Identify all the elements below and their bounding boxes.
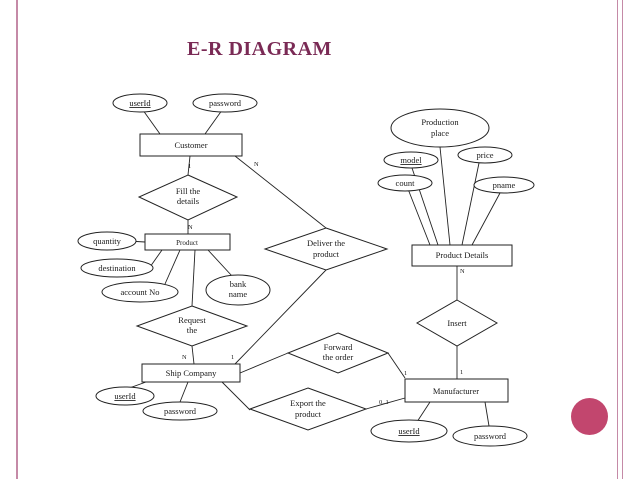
attribute-label: userId — [114, 391, 136, 401]
relationship-insert: Insert — [415, 299, 499, 347]
relationship-label: product — [313, 249, 340, 259]
entity-label: Manufacturer — [433, 386, 479, 396]
cardinality-labels: 1 N N N N 1 1 1 0..1 — [182, 161, 465, 406]
entity-ship-company: Ship Company — [141, 363, 241, 383]
attribute-label: password — [209, 98, 242, 108]
attribute-label: userId — [129, 98, 151, 108]
entity-label: Product Details — [436, 250, 489, 260]
attribute-label: price — [477, 150, 494, 160]
attribute-customer-password: password — [192, 93, 258, 113]
cardinality-forward-manufacturer: 1 — [404, 370, 407, 377]
cardinality-request-ship: N — [182, 354, 187, 361]
relationship-fill-the-details: Fill the details — [137, 174, 239, 221]
relationship-label: Deliver the — [307, 238, 345, 248]
cardinality-insert-manufacturer: 1 — [460, 369, 463, 376]
attribute-manufacturer-password: password — [452, 425, 528, 447]
relationship-label: details — [177, 196, 199, 206]
attribute-bank-name: bank name — [205, 274, 271, 306]
relationship-deliver-the-product: Deliver the product — [263, 227, 389, 271]
cardinality-customer-fill: 1 — [188, 163, 191, 170]
attribute-production-place: Production place — [390, 108, 490, 148]
relationship-forward-the-order: Forward the order — [286, 332, 390, 374]
attribute-label: account No — [121, 287, 160, 297]
entity-label: Customer — [174, 140, 207, 150]
attribute-destination: destination — [80, 258, 154, 278]
attribute-label: password — [474, 431, 507, 441]
relationship-label: Request — [178, 315, 206, 325]
attribute-label: userId — [398, 426, 420, 436]
cardinality-export-manufacturer: 0..1 — [379, 399, 389, 406]
relationship-export-the-product: Export the product — [248, 387, 368, 431]
entity-label: Product — [176, 239, 198, 247]
attribute-label: model — [400, 155, 422, 165]
attribute-price: price — [457, 146, 513, 164]
cardinality-customer-deliver: N — [254, 161, 259, 168]
entity-manufacturer: Manufacturer — [404, 378, 509, 403]
attribute-label: quantity — [93, 236, 122, 246]
attribute-label: place — [431, 128, 449, 138]
relationship-label: the order — [323, 352, 354, 362]
entity-customer: Customer — [139, 133, 243, 157]
relationship-label: Insert — [447, 318, 467, 328]
attribute-label: password — [164, 406, 197, 416]
attribute-label: name — [229, 289, 248, 299]
attribute-customer-userid: userId — [112, 93, 168, 113]
relationship-label: Export the — [290, 398, 326, 408]
attribute-count: count — [377, 174, 433, 192]
attribute-manufacturer-userid: userId — [370, 419, 448, 443]
attribute-label: pname — [493, 180, 516, 190]
right-border-decoration — [617, 0, 623, 479]
cardinality-details-insert: N — [460, 268, 465, 275]
relationship-label: the — [187, 325, 198, 335]
cardinality-deliver-ship: 1 — [231, 354, 234, 361]
relationship-request-the: Request the — [135, 305, 249, 347]
attribute-pname: pname — [473, 176, 535, 194]
slide-title: E-R DIAGRAM — [187, 38, 332, 60]
attribute-quantity: quantity — [77, 231, 137, 251]
attribute-model: model — [383, 151, 439, 169]
entity-label: Ship Company — [166, 368, 218, 378]
attribute-label: bank — [230, 279, 247, 289]
relationship-label: product — [295, 409, 322, 419]
entity-product: Product — [144, 233, 231, 251]
relationship-label: Forward — [324, 342, 354, 352]
attribute-ship-userid: userId — [95, 386, 155, 406]
accent-dot — [571, 398, 608, 435]
attribute-label: destination — [98, 263, 136, 273]
attribute-ship-password: password — [142, 401, 218, 421]
cardinality-fill-product: N — [188, 224, 193, 231]
entity-product-details: Product Details — [411, 244, 513, 267]
left-border-decoration — [16, 0, 18, 479]
attribute-label: Production — [421, 117, 459, 127]
attribute-label: count — [396, 178, 416, 188]
relationship-label: Fill the — [176, 186, 201, 196]
attribute-account-no: account No — [101, 281, 179, 303]
